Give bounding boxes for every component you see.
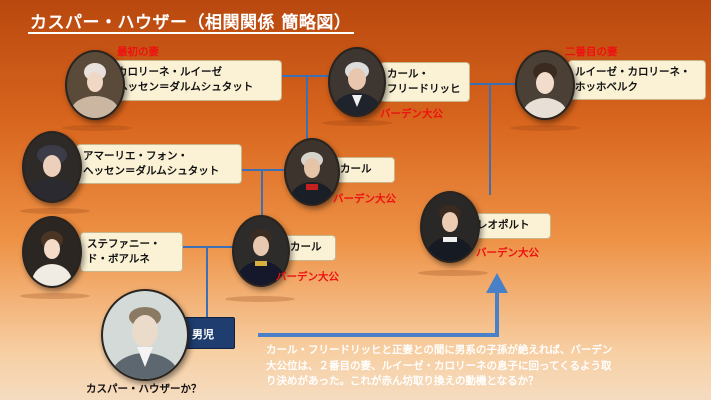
stephanie-portrait: [22, 216, 82, 288]
luise-portrait: [515, 50, 575, 120]
luise-name-box: ルイーゼ・カロリーネ・ ホッホベルク: [568, 60, 706, 100]
karl1-portrait: [284, 138, 340, 206]
karl2-name: カール: [290, 241, 322, 253]
portrait-shadow: [510, 125, 580, 131]
karl-friedrich-name-line2: フリードリッヒ: [387, 83, 461, 95]
amalie-name-line1: アマーリエ・フォン・: [83, 150, 188, 162]
portrait-shadow: [20, 293, 90, 299]
caroline-name-box: カロリーネ・ルイーゼ ヘッセン＝ダルムシュタット: [110, 60, 282, 101]
note-line-2: 大公位は、２番目の妻、ルイーゼ・カロリーネの息子に回ってくるよう取: [266, 359, 612, 372]
note-line-3: り決めがあった。これが赤ん坊取り換えの動機となるか？: [266, 375, 539, 387]
luise-name-line1: ルイーゼ・カロリーネ・: [575, 66, 691, 78]
boy-box: 男児: [183, 317, 235, 349]
luise-name-line2: ホッホベルク: [575, 81, 638, 93]
explanation-note: カール・フリードリッヒと正妻との間に男系の子孫が絶えれば、バーデン 大公位は、２…: [266, 343, 646, 390]
caroline-name-line1: カロリーネ・ルイーゼ: [117, 66, 222, 78]
amalie-name-box: アマーリエ・フォン・ ヘッセン＝ダルムシュタット: [76, 144, 242, 184]
karl2-name-box: カール: [283, 235, 336, 261]
karl1-name-box: カール: [333, 157, 395, 183]
arrow-to-leopold: [258, 273, 508, 337]
karl1-name: カール: [340, 163, 372, 175]
karl1-title: バーデン大公: [333, 193, 396, 205]
stephanie-name-line2: ド・ボアルネ: [87, 253, 150, 265]
leopold-name: レオポルト: [477, 219, 530, 231]
karl-friedrich-title: バーデン大公: [380, 108, 443, 120]
amalie-name-line2: ヘッセン＝ダルムシュタット: [83, 165, 220, 177]
portrait-shadow: [225, 296, 295, 302]
diagram-title: カスパー・ハウザー（相関関係 簡略図）: [30, 13, 352, 33]
leopold-portrait: [420, 191, 480, 263]
caroline-name-line2: ヘッセン＝ダルムシュタット: [117, 81, 254, 93]
leopold-name-box: レオポルト: [470, 213, 551, 239]
portrait-shadow: [62, 125, 132, 131]
karl-friedrich-name-line1: カール・: [387, 68, 429, 80]
karl-friedrich-name-box: カール・ フリードリッヒ: [380, 62, 470, 102]
leopold-title: バーデン大公: [476, 247, 539, 259]
second-wife-label: 二番目の妻: [565, 46, 618, 58]
amalie-portrait: [22, 131, 82, 203]
stephanie-name-box: ステファニー・ ド・ボアルネ: [80, 232, 183, 272]
karl2-portrait: [232, 215, 290, 287]
kaspar-caption: カスパー・ハウザーか？: [86, 383, 202, 395]
portrait-shadow: [322, 120, 392, 126]
portrait-shadow: [20, 208, 90, 214]
note-line-1: カール・フリードリッヒと正妻との間に男系の子孫が絶えれば、バーデン: [266, 344, 613, 356]
caroline-portrait: [65, 50, 125, 120]
portrait-shadow: [418, 270, 488, 276]
title-underline: [28, 32, 354, 34]
kaspar-portrait: [101, 289, 189, 381]
karl2-title: バーデン大公: [276, 271, 339, 283]
stephanie-name-line1: ステファニー・: [87, 238, 161, 250]
first-wife-label: 最初の妻: [117, 46, 159, 58]
karl-friedrich-portrait: [328, 47, 386, 117]
